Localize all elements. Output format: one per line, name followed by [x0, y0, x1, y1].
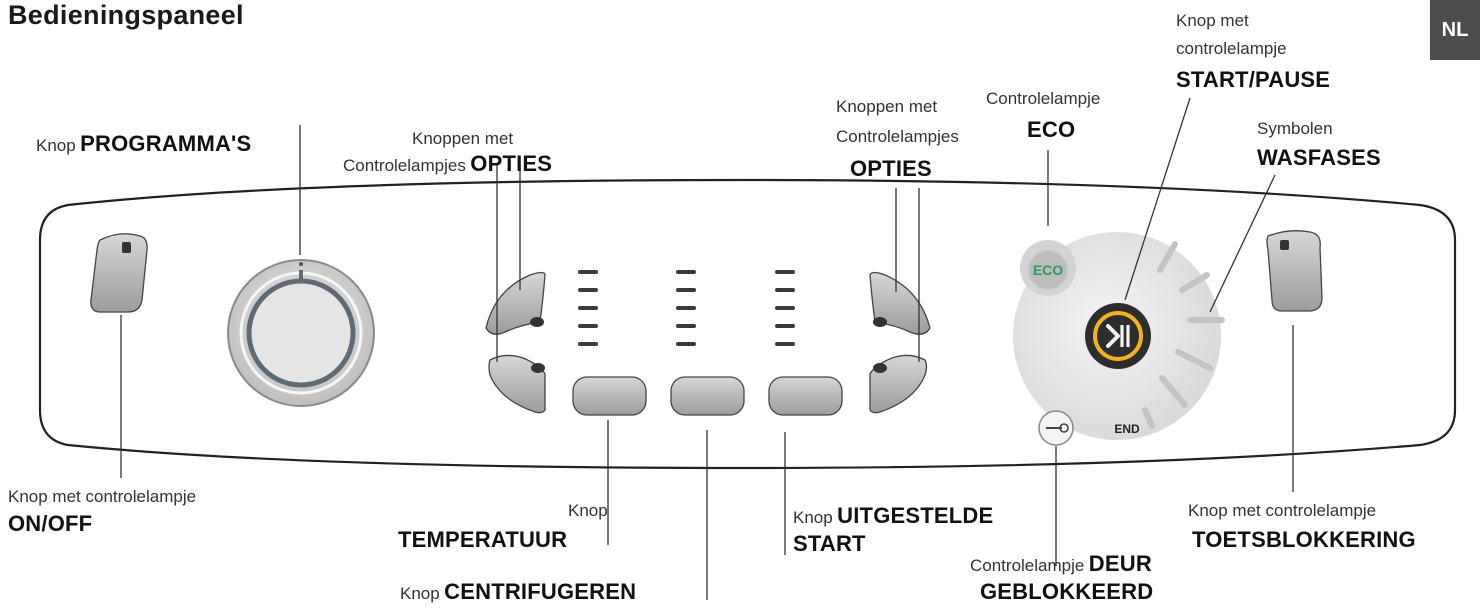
delay-start-button [768, 376, 843, 416]
label-wasfases-bold: WASFASES [1257, 145, 1381, 170]
label-deur: Controlelampje DEUR [970, 551, 1152, 576]
label-toets-bold: TOETSBLOKKERING [1192, 527, 1416, 552]
spin-button [670, 376, 745, 416]
key-lock-button [1266, 230, 1323, 312]
end-indicator-text: END [1114, 422, 1140, 436]
label-onoff-line1: Knop met controlelampje [8, 487, 197, 506]
label-temp-line1: Knop [568, 501, 608, 520]
eco-indicator-text: ECO [1033, 262, 1063, 278]
option-buttons-right [869, 271, 931, 414]
program-knob [227, 259, 375, 407]
label-opties-right-bold: OPTIES [850, 156, 932, 181]
label-start-line1: Knop met [1176, 11, 1249, 30]
label-opties-left-line1: Knoppen met [412, 129, 514, 148]
label-eco-bold: ECO [1027, 117, 1076, 142]
temperature-button [572, 376, 647, 416]
label-centrifugeren: Knop CENTRIFUGEREN [400, 579, 637, 604]
label-opties-right-line1: Knoppen met [836, 97, 938, 116]
label-start-bold: START/PAUSE [1176, 67, 1331, 92]
label-onoff-bold: ON/OFF [8, 511, 93, 536]
label-uitgestelde-start: START [793, 531, 866, 556]
label-wasfases-line1: Symbolen [1257, 119, 1333, 138]
page-title: Bedieningspaneel [8, 0, 244, 30]
label-start-line2: controlelampje [1176, 39, 1287, 58]
label-deur-geblokkeerd: GEBLOKKEERD [980, 579, 1154, 604]
option-buttons-left [485, 271, 546, 414]
indicator-dashes [578, 270, 795, 346]
label-opties-left: Controlelampjes OPTIES [343, 151, 553, 176]
label-opties-right-line2: Controlelampjes [836, 127, 959, 146]
label-uitgestelde: Knop UITGESTELDE [793, 503, 994, 528]
wash-phase-dial [1013, 232, 1225, 446]
label-toets-line1: Knop met controlelampje [1188, 501, 1377, 520]
language-tab: NL [1430, 0, 1480, 60]
label-programmas: Knop PROGRAMMA'S [36, 131, 252, 156]
label-temp-bold: TEMPERATUUR [398, 527, 568, 552]
on-off-button [90, 233, 148, 313]
leader-lines [120, 97, 1294, 600]
label-eco-line1: Controlelampje [986, 89, 1101, 108]
